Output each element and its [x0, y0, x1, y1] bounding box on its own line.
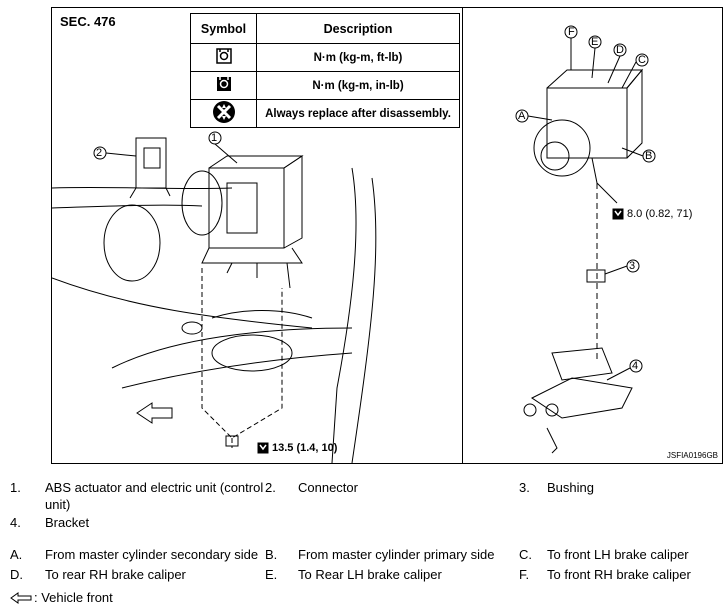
symbol-cell — [190, 71, 257, 100]
callout-c: C — [638, 54, 646, 66]
torque-wrench-inlb-icon — [612, 208, 624, 220]
section-label: SEC. 476 — [60, 14, 116, 29]
torque-wrench-ftlb-icon — [257, 442, 269, 454]
symbol-cell — [190, 99, 257, 128]
exploded-view-figure: SEC. 476 — [51, 7, 723, 464]
callout-e: E — [591, 36, 599, 48]
callout-4: 4 — [632, 360, 639, 372]
symbol-table: Symbol Description N·m (kg-m, ft-lb) — [190, 13, 460, 128]
vehicle-front-note: : Vehicle front — [10, 590, 113, 605]
torque-wrench-inlb-icon — [216, 77, 231, 91]
figure-code: JSFIA0196GB — [666, 451, 718, 460]
callout-2: 2 — [96, 147, 103, 159]
symbol-cell — [190, 43, 257, 72]
callout-3: 3 — [629, 260, 636, 272]
torque-wrench-ftlb-icon — [215, 48, 232, 64]
description-header: Description — [256, 13, 460, 44]
torque-value-left: 13.5 (1.4, 10) — [272, 442, 338, 454]
callout-1: 1 — [211, 132, 218, 144]
description-cell: N·m (kg-m, in-lb) — [256, 71, 460, 100]
torque-value-right: 8.0 (0.82, 71) — [627, 208, 693, 220]
vehicle-front-arrow-icon — [10, 591, 32, 604]
figure-divider — [462, 8, 463, 463]
callout-f: F — [568, 26, 575, 38]
description-cell: N·m (kg-m, ft-lb) — [256, 43, 460, 72]
always-replace-icon — [212, 101, 235, 123]
torque-spec-right: 8.0 (0.82, 71) — [612, 208, 692, 220]
description-cell: Always replace after disassembly. — [256, 99, 460, 128]
callout-d: D — [616, 44, 624, 56]
vehicle-front-label: : Vehicle front — [34, 590, 113, 605]
symbol-header: Symbol — [190, 13, 257, 44]
callout-a: A — [518, 110, 526, 122]
abs-actuator-drawing — [52, 25, 656, 463]
torque-spec-left: 13.5 (1.4, 10) — [257, 442, 337, 454]
callout-b: B — [645, 150, 653, 162]
